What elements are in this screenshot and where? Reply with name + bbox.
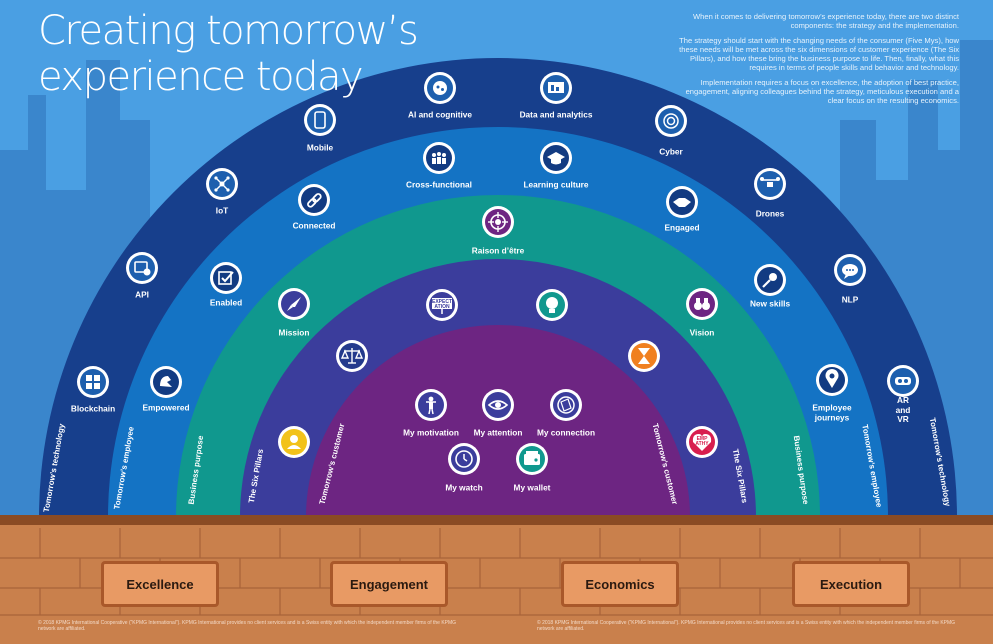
ai-cognitive-icon xyxy=(424,72,456,104)
plaque-excellence: Excellence xyxy=(101,561,219,607)
connected-icon xyxy=(298,184,330,216)
learning-culture-icon xyxy=(540,142,572,174)
tech-label-ai-cognitive: AI and cognitive xyxy=(407,109,473,120)
tech-label-nlp: NLP xyxy=(841,294,859,305)
customer-label-connection: My connection xyxy=(536,427,596,438)
time-and-effort-icon xyxy=(628,340,660,372)
personalization-icon xyxy=(278,426,310,458)
page-title-line-1: Creating tomorrow’s xyxy=(38,8,419,54)
employee-label-empowered: Empowered xyxy=(142,402,190,413)
vision-icon xyxy=(686,288,718,320)
expectations-icon: EXPECT ATION xyxy=(426,289,458,321)
attention-icon xyxy=(482,389,514,421)
page-title-line-2: experience today xyxy=(38,54,364,100)
wallet-icon xyxy=(516,443,548,475)
intro-paragraph: Implementation requires a focus on excel… xyxy=(685,78,959,105)
customer-label-attention: My attention xyxy=(473,427,523,438)
purpose-label-vision: Vision xyxy=(689,327,715,338)
employee-label-engaged: Engaged xyxy=(664,222,700,233)
nlp-icon xyxy=(834,254,866,286)
drone-icon xyxy=(754,168,786,200)
tech-label-mobile: Mobile xyxy=(306,142,334,153)
legal-notice: © 2018 KPMG International Cooperative (“… xyxy=(38,620,457,632)
employee-label-enabled: Enabled xyxy=(209,297,243,308)
tech-label-data-analytics: Data and analytics xyxy=(519,109,593,120)
rainbow-bands xyxy=(39,58,957,517)
employee-label-learning-culture: Learning culture xyxy=(523,179,589,190)
ar-vr-icon xyxy=(887,365,919,397)
motivation-icon xyxy=(415,389,447,421)
data-analytics-icon xyxy=(540,72,572,104)
empowered-icon xyxy=(150,366,182,398)
connection-icon xyxy=(550,389,582,421)
purpose-label-mission: Mission xyxy=(278,327,310,338)
cross-functional-icon xyxy=(423,142,455,174)
new-skills-icon xyxy=(754,264,786,296)
intro-paragraph: When it comes to delivering tomorrow’s e… xyxy=(692,12,959,30)
intro-paragraph: The strategy should start with the chang… xyxy=(679,36,959,72)
empathy-icon-text: EMP xyxy=(697,436,709,442)
cyber-icon xyxy=(655,105,687,137)
mission-icon xyxy=(278,288,310,320)
tech-label-blockchain: Blockchain xyxy=(70,403,116,414)
employee-journeys-icon xyxy=(816,364,848,396)
expectations-icon-text: ATION xyxy=(434,304,450,310)
customer-label-motivation: My motivation xyxy=(403,427,459,438)
tech-label-ar-vr: AR and VR xyxy=(895,394,911,424)
expectations-icon-text: EXPECT xyxy=(432,299,452,305)
plaque-execution: Execution xyxy=(792,561,910,607)
iot-icon xyxy=(206,168,238,200)
tech-label-iot: IoT xyxy=(215,205,229,216)
tech-label-cyber: Cyber xyxy=(659,146,683,157)
enabled-icon xyxy=(210,262,242,294)
empathy-icon-text: ATHY xyxy=(695,441,709,447)
tech-label-drones: Drones xyxy=(755,208,785,219)
employee-label-cross-functional: Cross-functional xyxy=(406,179,472,190)
intro-text: When it comes to delivering tomorrow’s e… xyxy=(674,12,959,111)
customer-label-watch: My watch xyxy=(445,482,483,493)
employee-label-connected: Connected xyxy=(292,220,336,231)
tech-label-api: API xyxy=(135,289,149,300)
customer-label-wallet: My wallet xyxy=(513,482,551,493)
blockchain-icon xyxy=(77,366,109,398)
api-icon xyxy=(126,252,158,284)
employee-label-employee-journeys: Employee journeys xyxy=(812,402,852,422)
purpose-label-raison-detre: Raison d’être xyxy=(471,245,525,256)
plaque-economics: Economics xyxy=(561,561,679,607)
page-title: Creating tomorrow’s experience today xyxy=(38,8,419,100)
watch-icon xyxy=(448,443,480,475)
resolution-icon xyxy=(536,289,568,321)
plaque-engagement: Engagement xyxy=(330,561,448,607)
employee-label-new-skills: New skills xyxy=(749,298,791,309)
legal-notice: © 2018 KPMG International Cooperative (“… xyxy=(537,620,956,632)
engaged-icon xyxy=(666,186,698,218)
raison-detre-icon xyxy=(482,206,514,238)
integrity-icon xyxy=(336,340,368,372)
mobile-icon xyxy=(304,104,336,136)
empathy-icon: EMP ATHY xyxy=(686,426,718,458)
